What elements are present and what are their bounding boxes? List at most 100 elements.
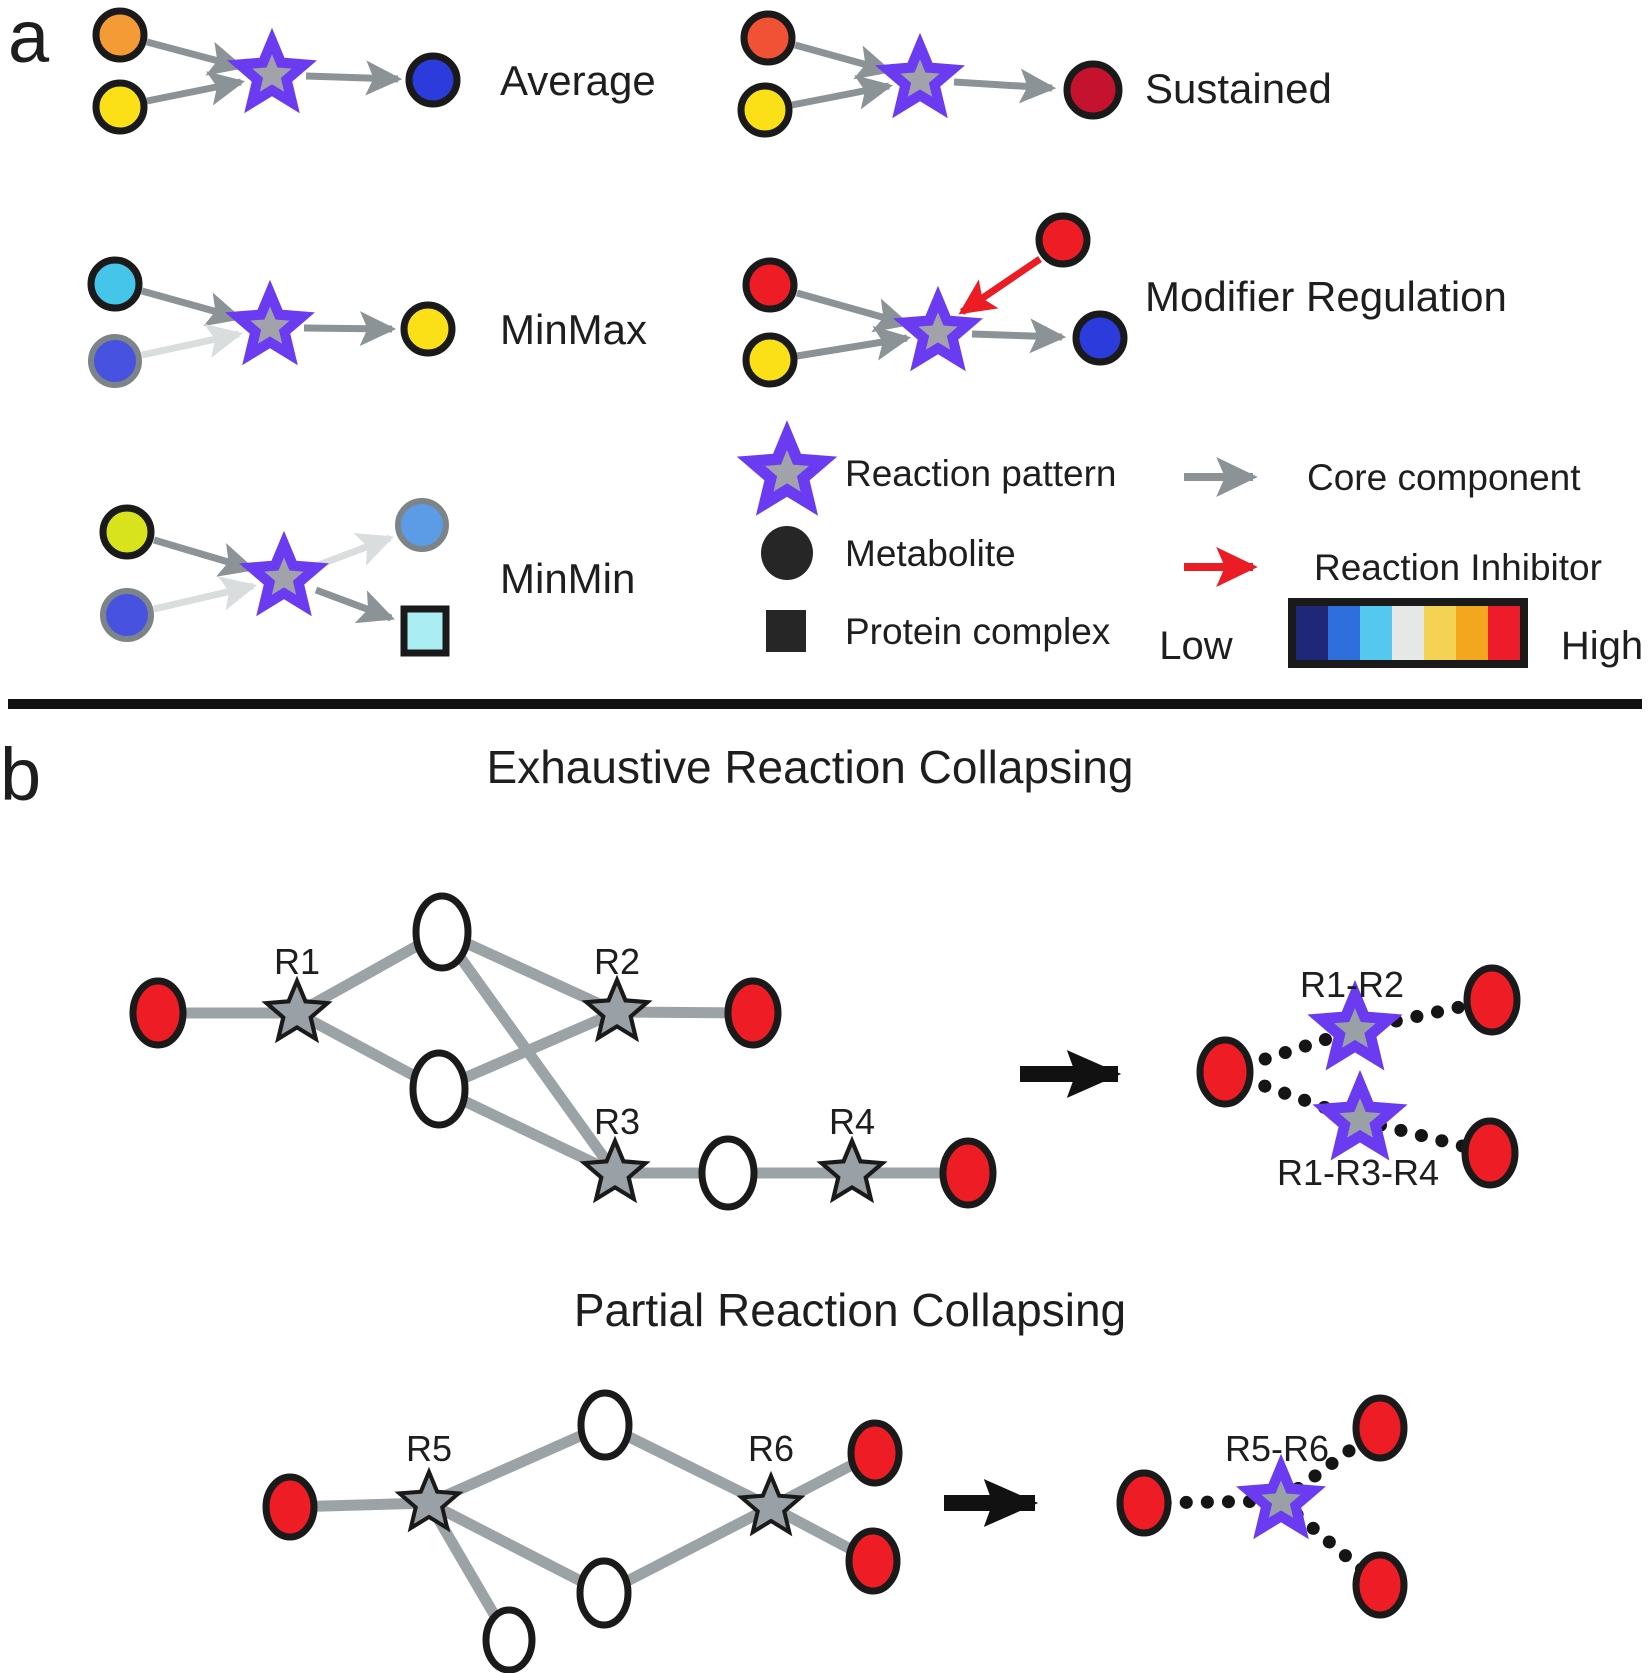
legend-reaction-pattern-label: Reaction pattern — [845, 453, 1117, 494]
exhaustive-collapsed: R1-R2 R1-R3-R4 — [1196, 964, 1521, 1193]
colorbar-segment-5 — [1424, 606, 1456, 661]
metabolite-node-yellow — [400, 301, 456, 357]
metabolite-node-red — [847, 1419, 903, 1487]
core-arrow — [794, 41, 894, 80]
legend-protein-complex-label: Protein complex — [845, 611, 1111, 652]
core-arrow — [305, 60, 403, 96]
colorbar — [1288, 598, 1528, 668]
pattern-label-modifier-regulation: Modifier Regulation — [1145, 273, 1507, 320]
legend: Reaction pattern Metabolite Protein comp… — [751, 435, 1643, 668]
reaction-label-r1: R1 — [274, 941, 320, 982]
metabolite-node-slate-blue — [88, 334, 142, 388]
core-arrow — [796, 289, 912, 333]
intermediate-node-white — [576, 1557, 632, 1629]
metabolite-node-yellow — [92, 79, 148, 135]
pattern-label-minmin: MinMin — [500, 555, 635, 602]
metabolite-node-blue — [405, 52, 461, 108]
reaction-label-r2: R2 — [594, 941, 640, 982]
metabolite-node-red — [724, 977, 782, 1049]
reaction-label-r6: R6 — [748, 1428, 794, 1469]
colorbar-low-label: Low — [1159, 624, 1232, 668]
pattern-label-sustained: Sustained — [1145, 65, 1332, 112]
pattern-label-average: Average — [500, 57, 656, 104]
edge — [426, 1419, 608, 1509]
legend-protein-complex-icon — [766, 610, 806, 652]
reaction-node-star-r4 — [822, 1141, 883, 1199]
core-arrow — [146, 71, 246, 106]
legend-metabolite-label: Metabolite — [845, 533, 1016, 574]
metabolite-node-light-blue — [395, 498, 449, 552]
core-arrow — [153, 536, 257, 577]
colorbar-segment-2 — [1328, 606, 1360, 661]
metabolite-node-red — [1461, 1117, 1519, 1189]
protein-complex-node-pale-cyan — [400, 605, 450, 657]
metabolite-node-red — [1352, 1551, 1408, 1619]
reaction-label-r5: R5 — [406, 1428, 452, 1469]
edge — [426, 1498, 607, 1598]
partial-nodes: R5 R6 — [262, 1389, 903, 1673]
exhaustive-title: Exhaustive Reaction Collapsing — [487, 741, 1134, 793]
core-arrow — [314, 586, 395, 624]
metabolite-node-red — [1352, 1394, 1408, 1462]
edge — [602, 1420, 774, 1512]
metabolite-node-yellow — [742, 332, 798, 388]
partial-collapsed: R5-R6 — [1116, 1394, 1408, 1619]
metabolite-node-red — [742, 257, 798, 313]
legend-reaction-inhibitor-label: Reaction Inhibitor — [1314, 547, 1602, 588]
pattern-average: Average — [92, 7, 656, 135]
panel-divider — [8, 699, 1642, 709]
edge — [439, 926, 620, 1018]
colorbar-high-label: High — [1561, 624, 1643, 668]
metabolite-node-red-orange — [740, 10, 796, 66]
colorbar-segment-4 — [1392, 606, 1424, 661]
metabolite-node-red — [262, 1473, 318, 1541]
metabolite-node-yellow — [737, 82, 793, 138]
metabolite-node-red — [845, 1527, 901, 1595]
metabolite-node-yellow-green — [99, 504, 155, 560]
collapsed-label-r1-r2: R1-R2 — [1300, 964, 1404, 1005]
non-core-arrow — [141, 323, 244, 359]
pattern-label-minmax: MinMax — [500, 306, 647, 353]
metabolite-node-red — [1463, 964, 1521, 1036]
inhibitor-arrow — [958, 256, 1042, 315]
edge — [436, 1084, 618, 1178]
non-core-arrow — [314, 533, 394, 570]
legend-core-component-label: Core component — [1307, 457, 1581, 498]
intermediate-node-white — [698, 1135, 758, 1211]
metabolite-node-red — [1196, 1036, 1254, 1108]
intermediate-node-white — [482, 1606, 536, 1673]
core-arrow — [141, 287, 244, 327]
intermediate-node-white — [409, 1049, 469, 1129]
colorbar-segment-1 — [1296, 606, 1328, 661]
colorbar-border — [1288, 598, 1528, 668]
reaction-node-star-r2 — [587, 980, 648, 1038]
core-arrow — [303, 311, 397, 347]
metabolite-node-blue — [1072, 310, 1128, 366]
core-arrow — [971, 318, 1067, 354]
pattern-sustained: Sustained — [737, 10, 1332, 138]
metabolite-node-red — [939, 1137, 997, 1209]
intermediate-node-white — [412, 892, 472, 972]
metabolite-node-slate-blue — [100, 588, 154, 642]
metabolite-node-red-modifier — [1035, 212, 1091, 268]
non-core-arrow — [153, 576, 258, 613]
metabolite-node-red — [129, 977, 187, 1049]
pattern-modifier-regulation: Modifier Regulation — [742, 212, 1507, 388]
panel-a-label: a — [8, 0, 50, 78]
collapsed-label-r1-r3-r4: R1-R3-R4 — [1277, 1152, 1439, 1193]
pattern-minmax: MinMax — [87, 256, 647, 388]
legend-metabolite-icon — [761, 526, 813, 580]
colorbar-segment-7 — [1488, 606, 1520, 661]
collapsed-label-r5-r6: R5-R6 — [1225, 1428, 1329, 1469]
pattern-minmin: MinMin — [99, 498, 635, 657]
edge — [601, 1502, 774, 1598]
panel-b-label: b — [0, 733, 41, 816]
colorbar-segment-3 — [1360, 606, 1392, 661]
core-arrow — [796, 325, 912, 361]
core-arrow — [791, 75, 894, 110]
reaction-label-r3: R3 — [594, 1101, 640, 1142]
metabolite-node-cyan — [87, 256, 143, 312]
intermediate-node-white — [577, 1389, 633, 1461]
